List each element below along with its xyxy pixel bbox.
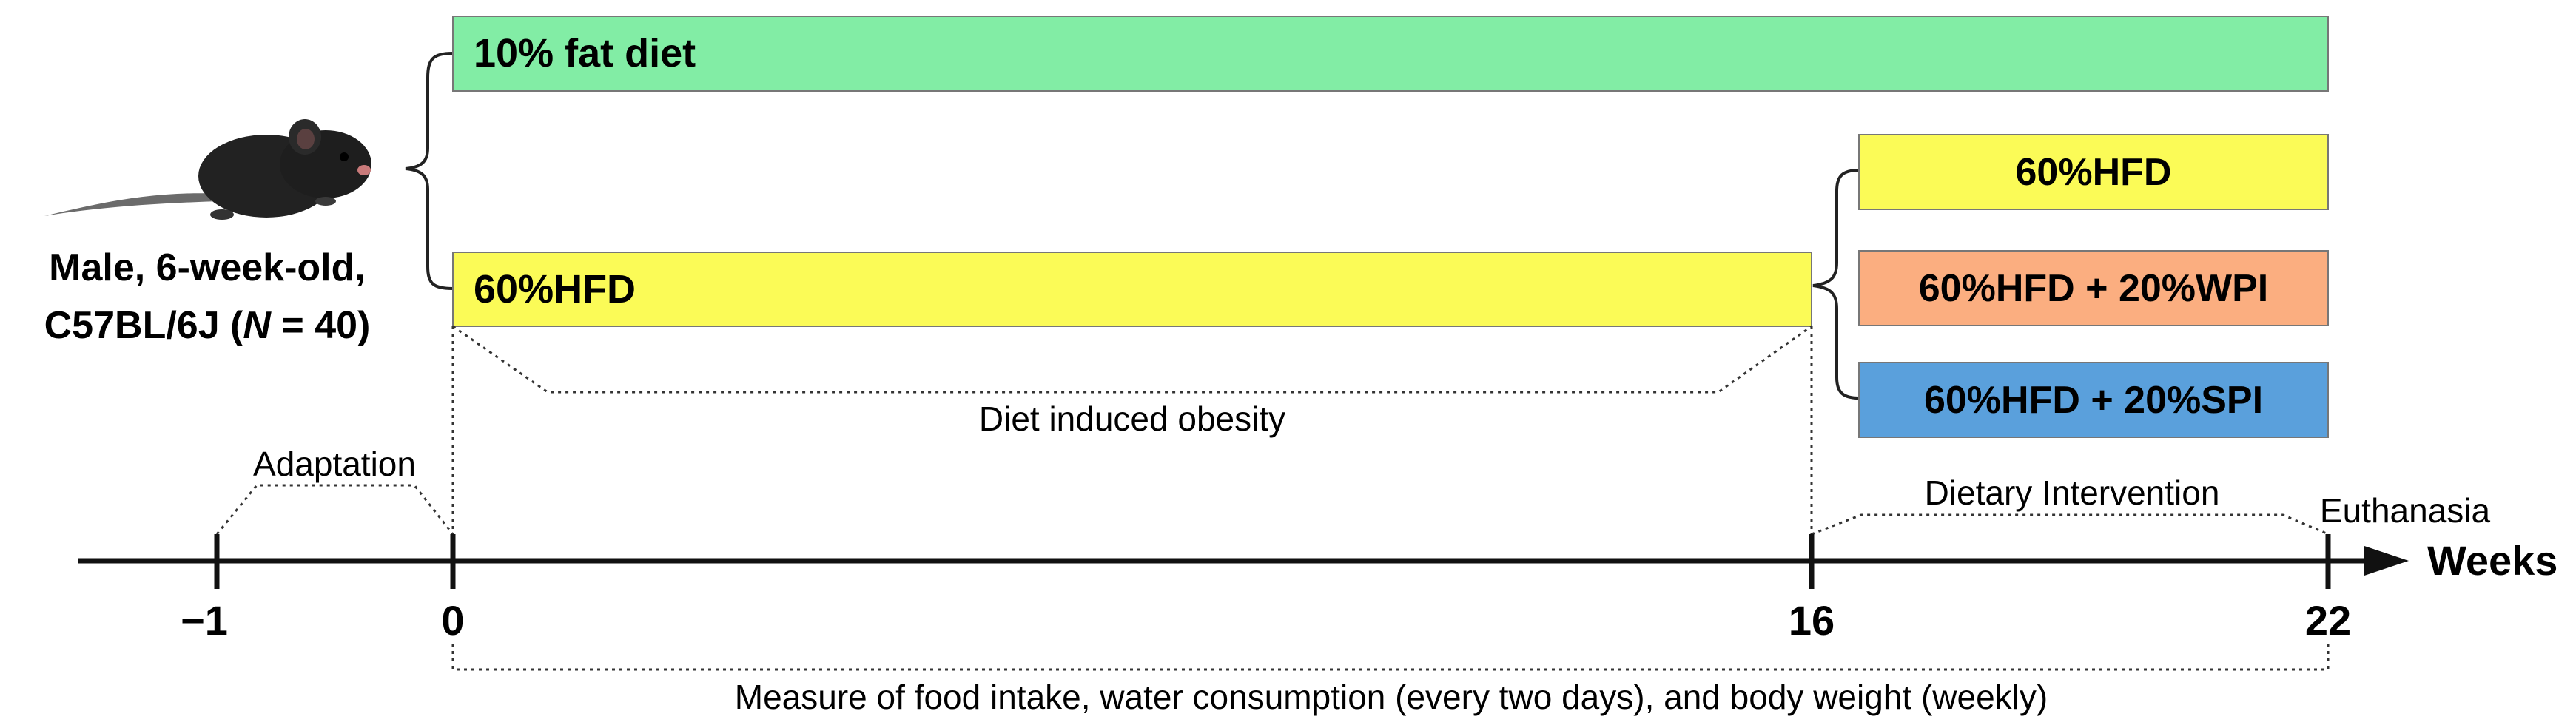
- adaptation-label: Adaptation: [253, 445, 416, 483]
- mouse-icon: [44, 119, 371, 220]
- intervention-brace: [1812, 169, 1860, 400]
- intervention-bar-wpi: [1858, 250, 2329, 326]
- hfd-induction-label: 60%HFD: [474, 267, 636, 311]
- intervention-label-wpi: 60%HFD + 20%WPI: [1919, 267, 2269, 310]
- control-diet-label: 10% fat diet: [474, 31, 696, 75]
- subject-label-line2: C57BL/6J (N = 40): [44, 304, 371, 347]
- adaptation-bracket: [215, 484, 454, 535]
- tick-label-22: 22: [2305, 597, 2351, 644]
- measurement-bracket: [451, 644, 2330, 671]
- tick-label-0: 0: [441, 597, 464, 644]
- obesity-bracket: [452, 325, 1812, 394]
- obesity-label: Diet induced obesity: [979, 400, 1285, 438]
- tick-label-minus1: −1: [181, 597, 228, 644]
- measurement-label: Measure of food intake, water consumptio…: [735, 678, 2048, 716]
- intervention-bracket: [1811, 513, 2329, 536]
- axis-label: Weeks: [2427, 537, 2557, 584]
- tick-label-16: 16: [1789, 597, 1835, 644]
- group-brace: [405, 52, 454, 290]
- euthanasia-label: Euthanasia: [2320, 491, 2491, 530]
- subject-label-line1: Male, 6-week-old,: [49, 246, 366, 289]
- hfd-induction-bar: [452, 252, 1812, 327]
- control-diet-bar: [452, 16, 2329, 92]
- intervention-label-spi: 60%HFD + 20%SPI: [1924, 379, 2263, 422]
- timeline-arrowhead: [2364, 546, 2409, 576]
- intervention-phase-label: Dietary Intervention: [1925, 473, 2220, 512]
- intervention-bar-spi: [1858, 362, 2329, 438]
- intervention-label-hfd: 60%HFD: [2016, 151, 2172, 194]
- intervention-bar-hfd: [1858, 134, 2329, 210]
